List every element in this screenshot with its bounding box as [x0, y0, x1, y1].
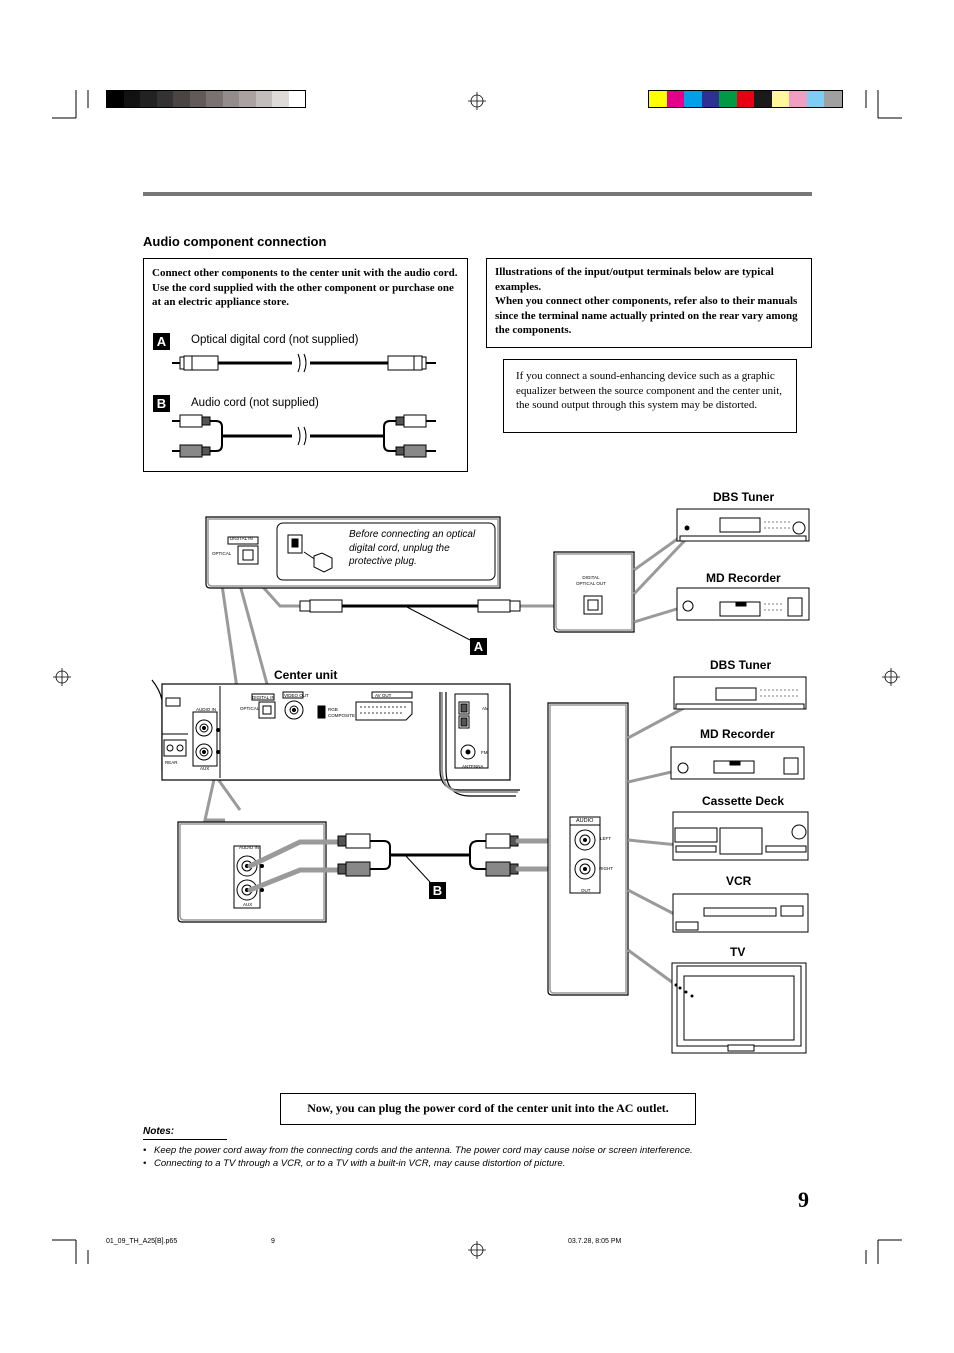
- av-out-label: AV OUT: [375, 693, 392, 698]
- antenna-label: ANTENNA: [462, 764, 484, 769]
- section-title: Audio component connection: [143, 234, 327, 249]
- audio-cord-label: Audio cord (not supplied): [191, 397, 319, 409]
- calibration-swatch: [173, 91, 190, 107]
- diagram-tag-a: A: [470, 638, 487, 655]
- calibration-swatch: [239, 91, 256, 107]
- calibration-swatch: [272, 91, 289, 107]
- grayscale-bar: [106, 90, 306, 108]
- sound-enhancing-text: If you connect a sound-enhancing device …: [516, 370, 783, 411]
- zoom-audio-in-label: AUDIO IN: [239, 845, 260, 850]
- calibration-swatch: [666, 91, 684, 107]
- sound-enhancing-note: If you connect a sound-enhancing device …: [503, 359, 797, 433]
- out-label: OUT: [581, 888, 591, 893]
- calibration-swatch: [806, 91, 824, 107]
- rear-label: REAR: [165, 760, 178, 765]
- footer-page: 9: [271, 1238, 275, 1245]
- audio-cord-icon: [172, 414, 436, 458]
- calibration-swatch: [824, 91, 842, 107]
- terminal-note-text: Illustrations of the input/output termin…: [495, 266, 798, 336]
- optical-cord-icon: [172, 353, 436, 373]
- calibration-swatch: [789, 91, 807, 107]
- center-unit-label: Center unit: [274, 668, 338, 682]
- zoom-aux-label: AUX: [243, 902, 253, 907]
- instructions-text: Connect other components to the center u…: [152, 267, 458, 308]
- diagram-tag-b: B: [429, 882, 446, 899]
- video-out-label: VIDEO OUT: [284, 693, 309, 698]
- right-label: RIGHT: [599, 866, 613, 871]
- dbs-tuner-label-1: DBS Tuner: [713, 490, 775, 504]
- calibration-swatch: [123, 91, 140, 107]
- am-label: AM: [482, 706, 489, 711]
- notes-title: Notes:: [143, 1126, 175, 1137]
- left-label: LEFT: [600, 836, 612, 841]
- connection-instructions-box: Connect other components to the center u…: [143, 258, 468, 472]
- note-item-1: Keep the power cord away from the connec…: [154, 1145, 693, 1156]
- unit-aux-label: AUX: [200, 766, 210, 771]
- calibration-swatch: [288, 91, 305, 107]
- rgb-label: RGB: [328, 707, 338, 712]
- power-cord-text: Now, you can plug the power cord of the …: [307, 1101, 669, 1115]
- tag-b: B: [153, 395, 170, 412]
- calibration-swatch: [189, 91, 206, 107]
- tag-a: A: [153, 333, 170, 350]
- digital-in-label: DIGITAL IN: [230, 536, 253, 541]
- cassette-deck-label: Cassette Deck: [702, 794, 785, 808]
- notes-underline: [143, 1139, 227, 1140]
- vcr-label: VCR: [726, 874, 752, 888]
- calibration-swatch: [649, 91, 667, 107]
- terminal-illustration-note: Illustrations of the input/output termin…: [486, 258, 812, 348]
- color-calibration-bar: [648, 90, 843, 108]
- header-rule: [143, 192, 812, 196]
- calibration-swatch: [754, 91, 772, 107]
- note-bullet: •: [143, 1145, 147, 1156]
- page-number: 9: [798, 1187, 809, 1212]
- md-recorder-label-2: MD Recorder: [700, 727, 775, 741]
- unit-digital-in-label: DIGITAL IN: [252, 695, 275, 700]
- footer-file: 01_09_TH_A25[B].p65: [106, 1238, 178, 1245]
- audio-out-label: AUDIO: [576, 818, 594, 824]
- composite-label: COMPOSITE: [328, 713, 356, 718]
- calibration-swatch: [222, 91, 239, 107]
- calibration-swatch: [206, 91, 223, 107]
- calibration-swatch: [255, 91, 272, 107]
- calibration-swatch: [736, 91, 754, 107]
- dbs-tuner-label-2: DBS Tuner: [710, 658, 772, 672]
- tv-label: TV: [730, 945, 746, 959]
- power-cord-notice: Now, you can plug the power cord of the …: [280, 1093, 696, 1125]
- crosshair-target-icon: [53, 92, 900, 1259]
- calibration-swatch: [140, 91, 157, 107]
- md-recorder-label-1: MD Recorder: [706, 571, 781, 585]
- calibration-swatch: [719, 91, 737, 107]
- unit-audio-in-label: AUDIO IN: [196, 707, 217, 712]
- calibration-swatch: [701, 91, 719, 107]
- calibration-swatch: [771, 91, 789, 107]
- optical-cord-label: Optical digital cord (not supplied): [191, 334, 359, 346]
- footer-stamp: 03.7.28, 8:05 PM: [568, 1238, 622, 1245]
- calibration-swatch: [107, 91, 124, 107]
- optical-label: OPTICAL: [212, 551, 232, 556]
- note-item-2: Connecting to a TV through a VCR, or to …: [154, 1158, 566, 1169]
- unit-optical-label: OPTICAL: [240, 706, 260, 711]
- fm-label: FM: [481, 750, 488, 755]
- digital-optical-out-label: DIGITAL OPTICAL OUT: [576, 575, 606, 586]
- note-bullet: •: [143, 1158, 147, 1169]
- calibration-swatch: [684, 91, 702, 107]
- protective-plug-note: Before connecting an optical digital cor…: [349, 529, 476, 567]
- calibration-swatch: [156, 91, 173, 107]
